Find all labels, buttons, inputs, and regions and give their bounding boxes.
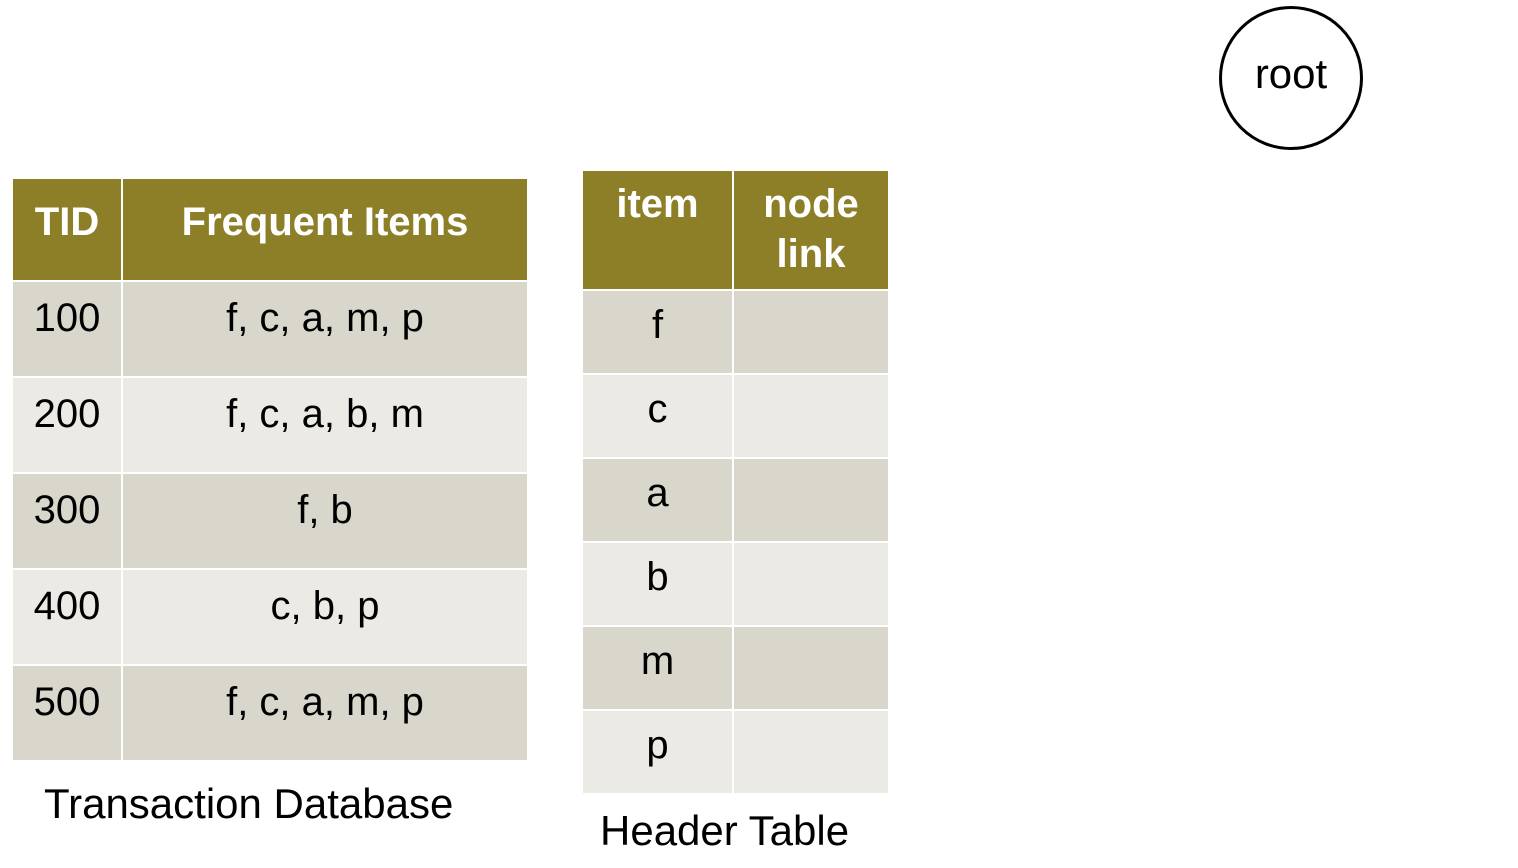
transaction-database-table: TID Frequent Items 100 f, c, a, m, p 200… bbox=[11, 177, 529, 762]
table-row: c bbox=[581, 373, 890, 459]
item-cell: p bbox=[581, 709, 734, 795]
transaction-database-caption: Transaction Database bbox=[44, 780, 454, 827]
tid-cell: 100 bbox=[11, 280, 123, 378]
node-link-cell bbox=[732, 373, 890, 459]
column-header-item: item bbox=[581, 169, 734, 291]
item-cell: c bbox=[581, 373, 734, 459]
table-header-row: item node link bbox=[581, 169, 890, 291]
node-link-cell bbox=[732, 457, 890, 543]
tid-cell: 200 bbox=[11, 376, 123, 474]
item-cell: f bbox=[581, 289, 734, 375]
table-row: f bbox=[581, 289, 890, 375]
items-cell: f, c, a, m, p bbox=[121, 664, 529, 762]
node-link-header-line1: node bbox=[763, 182, 859, 226]
table-row: 300 f, b bbox=[11, 472, 529, 570]
item-cell: b bbox=[581, 541, 734, 627]
items-cell: f, c, a, b, m bbox=[121, 376, 529, 474]
column-header-tid: TID bbox=[11, 177, 123, 282]
item-cell: a bbox=[581, 457, 734, 543]
node-link-header-line2: link bbox=[776, 232, 846, 276]
item-cell: m bbox=[581, 625, 734, 711]
items-cell: f, c, a, m, p bbox=[121, 280, 529, 378]
tid-cell: 300 bbox=[11, 472, 123, 570]
tid-cell: 500 bbox=[11, 664, 123, 762]
header-table: item node link f c a b m p bbox=[581, 169, 890, 795]
node-link-cell bbox=[732, 709, 890, 795]
table-row: 500 f, c, a, m, p bbox=[11, 664, 529, 762]
header-table-caption: Header Table bbox=[600, 807, 850, 854]
items-cell: f, b bbox=[121, 472, 529, 570]
column-header-frequent-items: Frequent Items bbox=[121, 177, 529, 282]
table-row: m bbox=[581, 625, 890, 711]
tree-root-node: root bbox=[1219, 6, 1363, 150]
items-cell: c, b, p bbox=[121, 568, 529, 666]
column-header-node-link: node link bbox=[732, 169, 890, 291]
table-row: 400 c, b, p bbox=[11, 568, 529, 666]
table-row: 100 f, c, a, m, p bbox=[11, 280, 529, 378]
tid-cell: 400 bbox=[11, 568, 123, 666]
node-link-cell bbox=[732, 625, 890, 711]
root-node-label: root bbox=[1254, 50, 1328, 97]
table-row: p bbox=[581, 709, 890, 795]
table-row: b bbox=[581, 541, 890, 627]
table-header-row: TID Frequent Items bbox=[11, 177, 529, 282]
node-link-cell bbox=[732, 541, 890, 627]
table-row: a bbox=[581, 457, 890, 543]
table-row: 200 f, c, a, b, m bbox=[11, 376, 529, 474]
node-link-cell bbox=[732, 289, 890, 375]
